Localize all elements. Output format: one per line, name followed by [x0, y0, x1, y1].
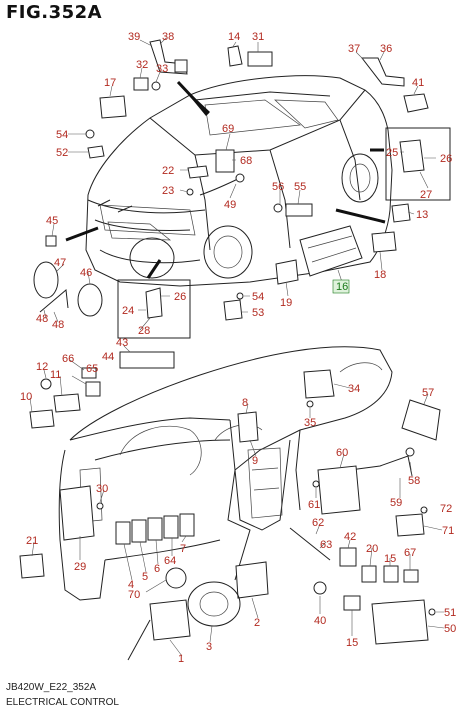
- callout-label: 15: [346, 637, 358, 649]
- callout-label: 4: [128, 579, 134, 591]
- callout-label: 70: [128, 589, 140, 601]
- callout-label: 66: [62, 353, 74, 365]
- callout-label: 71: [442, 525, 454, 537]
- callout-label: 7: [180, 543, 186, 555]
- callout-label: 20: [366, 543, 378, 555]
- callout-label: 11: [50, 369, 61, 381]
- callout-label: 38: [162, 31, 174, 43]
- callout-label: 30: [96, 483, 108, 495]
- callout-label: 43: [116, 337, 128, 349]
- callout-label: 37: [348, 43, 360, 55]
- callout-label: 54: [252, 291, 264, 303]
- callout-label: 6: [154, 563, 160, 575]
- callout-label: 23: [162, 185, 174, 197]
- callout-label: 49: [224, 199, 236, 211]
- callout-label: 60: [336, 447, 348, 459]
- callout-label: 24: [122, 305, 134, 317]
- callout-label: 32: [136, 59, 148, 71]
- callout-label: 2: [254, 617, 260, 629]
- callout-label: 26: [174, 291, 186, 303]
- callout-label: 5: [142, 571, 148, 583]
- callout-labels: 39 38 14 31 37 36 32 33 17 41 54 52 69 6…: [20, 31, 456, 665]
- callout-label: 28: [138, 325, 150, 337]
- callout-label: 17: [104, 77, 116, 89]
- callout-label: 51: [444, 607, 456, 619]
- callout-label: 54: [56, 129, 68, 141]
- drawing-caption: ELECTRICAL CONTROL: [6, 697, 119, 708]
- callout-label: 13: [416, 209, 428, 221]
- callout-label: 18: [374, 269, 386, 281]
- callout-label: 40: [314, 615, 326, 627]
- callout-label: 9: [252, 455, 258, 467]
- callout-label: 29: [74, 561, 86, 573]
- callout-label: 59: [390, 497, 402, 509]
- callout-label: 47: [54, 257, 66, 269]
- callout-label: 50: [444, 623, 456, 635]
- callout-label: 46: [80, 267, 92, 279]
- callout-label: 45: [46, 215, 58, 227]
- callout-label: 36: [380, 43, 392, 55]
- callout-label: 68: [240, 155, 252, 167]
- callout-label: 48: [52, 319, 64, 331]
- callout-label: 10: [20, 391, 32, 403]
- callout-label: 67: [404, 547, 416, 559]
- callout-label: 53: [252, 307, 264, 319]
- callout-label: 26: [440, 153, 452, 165]
- callout-label: 69: [222, 123, 234, 135]
- callout-label: 14: [228, 31, 240, 43]
- callout-label-highlighted: 16: [336, 281, 348, 293]
- leader-lines: [29, 37, 445, 657]
- dashboard-outline: [58, 346, 393, 601]
- callout-label: 72: [440, 503, 452, 515]
- callout-label: 35: [304, 417, 316, 429]
- callout-label: 34: [348, 383, 360, 395]
- callout-label: 57: [422, 387, 434, 399]
- callout-label: 39: [128, 31, 140, 43]
- callout-label: 3: [206, 641, 212, 653]
- callout-label: 27: [420, 189, 432, 201]
- callout-label: 42: [344, 531, 356, 543]
- callout-label: 12: [36, 361, 48, 373]
- drawing-code: JB420W_E22_352A: [6, 682, 97, 693]
- callout-label: 56: [272, 181, 284, 193]
- callout-label: 44: [102, 351, 114, 363]
- pointer-arrows: [65, 80, 386, 279]
- callout-label: 63: [320, 539, 332, 551]
- callout-label: 52: [56, 147, 68, 159]
- callout-label: 64: [164, 555, 176, 567]
- callout-label: 61: [308, 499, 320, 511]
- callout-label: 55: [294, 181, 306, 193]
- figure-title: FIG.352A: [6, 2, 103, 23]
- vehicle-outline: [85, 75, 393, 287]
- callout-label: 62: [312, 517, 324, 529]
- callout-label: 58: [408, 475, 420, 487]
- callout-label: 21: [26, 535, 38, 547]
- highlight-box: [332, 279, 350, 294]
- callout-label: 48: [36, 313, 48, 325]
- callout-label: 1: [178, 653, 184, 665]
- callout-label: 41: [412, 77, 424, 89]
- callout-label: 8: [242, 397, 248, 409]
- callout-label: 15: [384, 553, 396, 565]
- parts: [19, 39, 451, 661]
- callout-label: 33: [156, 63, 168, 75]
- callout-label: 22: [162, 165, 174, 177]
- callout-label: 31: [252, 31, 264, 43]
- callout-label: 65: [86, 363, 98, 375]
- callout-label: 19: [280, 297, 292, 309]
- callout-label: 25: [386, 147, 398, 159]
